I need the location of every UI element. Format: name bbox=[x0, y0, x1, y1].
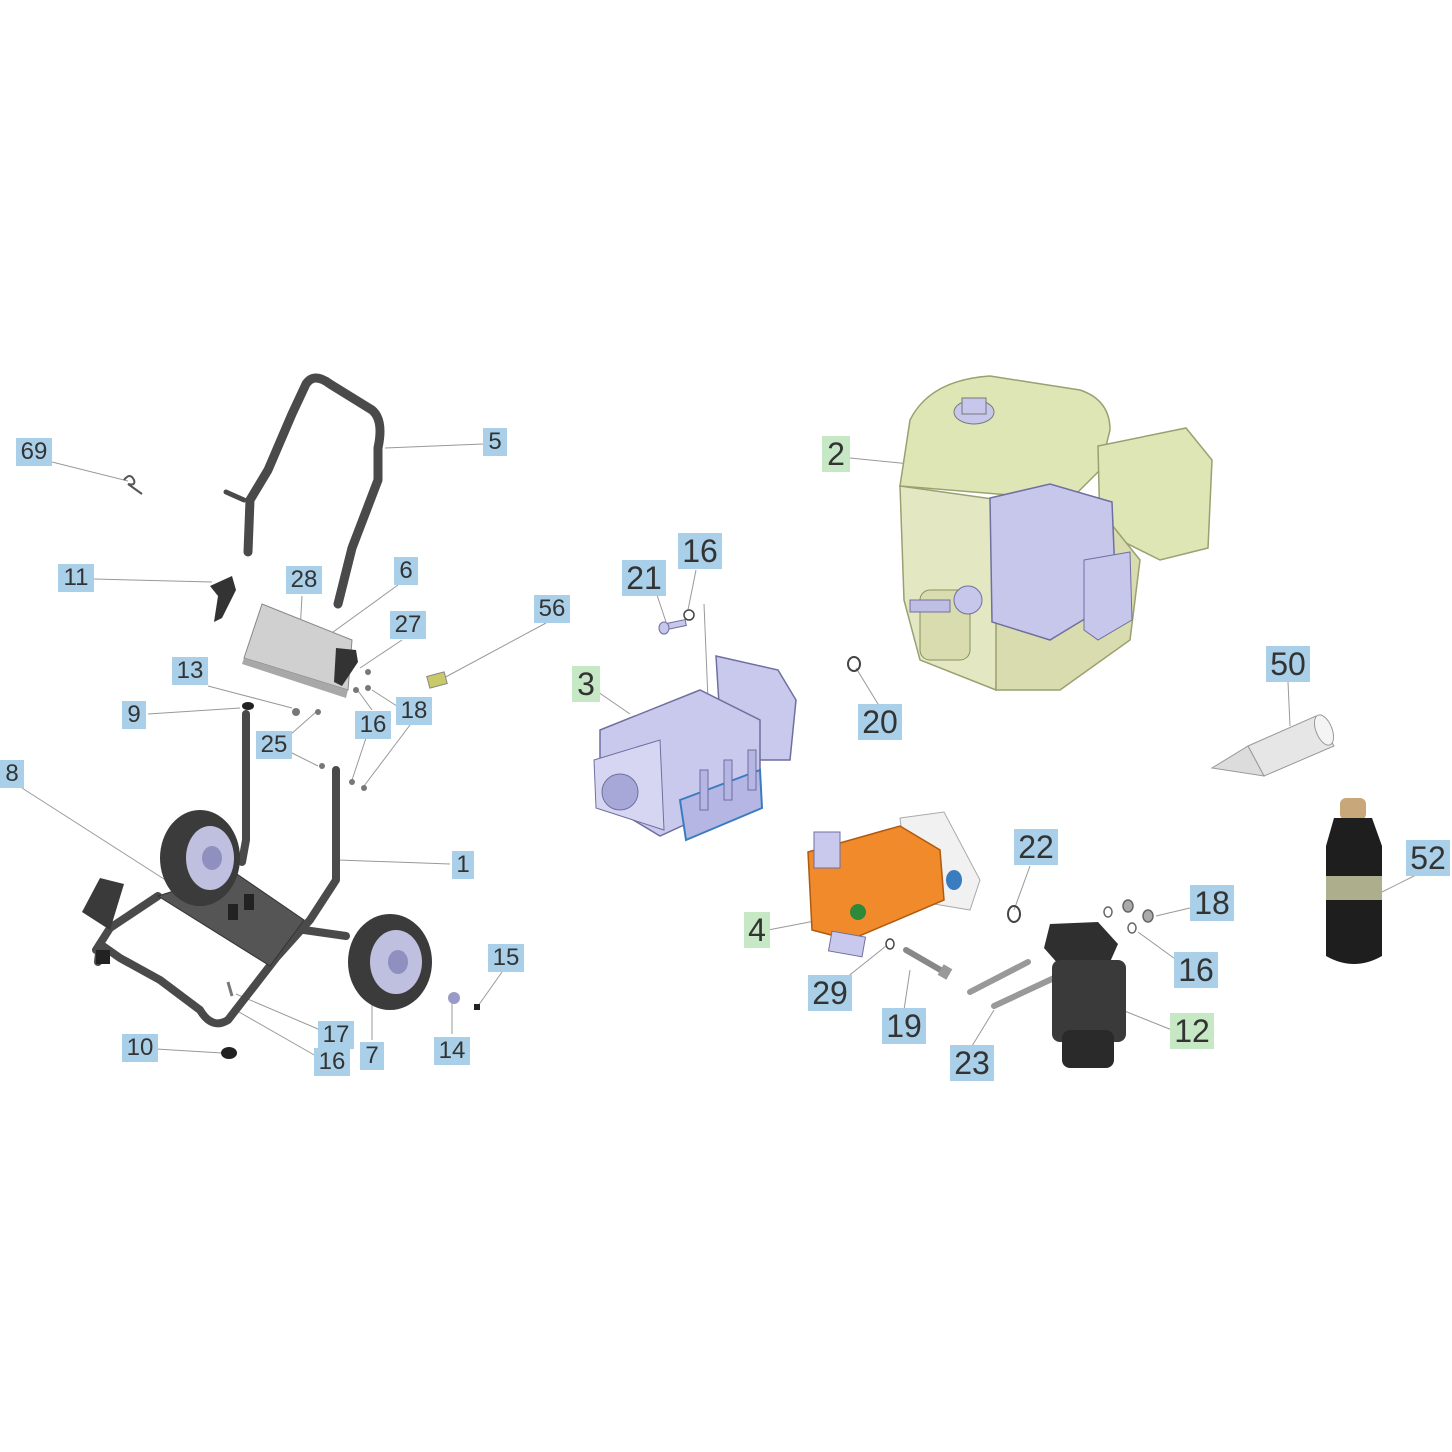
engine-part bbox=[899, 375, 1213, 692]
o-ring-20 bbox=[847, 656, 861, 672]
sticker-part bbox=[426, 671, 448, 689]
handle-part bbox=[223, 373, 385, 609]
pump-bolt-21 bbox=[658, 609, 695, 635]
callout-69: 69 bbox=[16, 438, 52, 466]
clip-part bbox=[123, 475, 143, 495]
callout-6: 6 bbox=[394, 557, 418, 585]
callout-16-b: 16 bbox=[314, 1048, 350, 1076]
callout-23: 23 bbox=[950, 1045, 994, 1081]
feet-and-nuts bbox=[221, 981, 480, 1059]
callout-27: 27 bbox=[390, 611, 426, 639]
grease-tube-part bbox=[1210, 714, 1335, 777]
pump-head-part bbox=[807, 811, 981, 958]
bracket-part bbox=[242, 603, 358, 698]
callout-1: 1 bbox=[452, 851, 474, 879]
callout-16-c: 16 bbox=[678, 533, 722, 569]
callout-18-b: 18 bbox=[1190, 885, 1234, 921]
hook-part bbox=[210, 576, 236, 622]
callout-14: 14 bbox=[434, 1037, 470, 1065]
callout-20: 20 bbox=[858, 704, 902, 740]
callout-18-a: 18 bbox=[396, 697, 432, 725]
wheel-left bbox=[160, 810, 240, 906]
callout-9: 9 bbox=[122, 701, 146, 729]
callout-16-a: 16 bbox=[355, 711, 391, 739]
callout-29: 29 bbox=[808, 975, 852, 1011]
callout-16-d: 16 bbox=[1174, 952, 1218, 988]
nuts-washers bbox=[1103, 899, 1154, 934]
small-hardware bbox=[242, 669, 371, 791]
bottle-part bbox=[1326, 798, 1382, 964]
leader-lines bbox=[21, 443, 1419, 1061]
callout-5: 5 bbox=[483, 428, 507, 456]
o-ring-29 bbox=[885, 938, 895, 950]
wheel-right bbox=[348, 914, 432, 1010]
bolt-19 bbox=[903, 947, 953, 980]
callout-11: 11 bbox=[58, 564, 94, 592]
callout-21: 21 bbox=[622, 560, 666, 596]
filter-part bbox=[1044, 922, 1126, 1068]
callout-7: 7 bbox=[360, 1042, 384, 1070]
callout-13: 13 bbox=[172, 657, 208, 685]
callout-25: 25 bbox=[256, 731, 292, 759]
pump-part bbox=[593, 655, 797, 842]
callout-2: 2 bbox=[822, 436, 850, 472]
callout-10: 10 bbox=[122, 1034, 158, 1062]
callout-19: 19 bbox=[882, 1008, 926, 1044]
callout-52: 52 bbox=[1406, 840, 1450, 876]
callout-8: 8 bbox=[0, 760, 24, 788]
callout-17: 17 bbox=[318, 1021, 354, 1049]
callout-3: 3 bbox=[572, 666, 600, 702]
callout-50: 50 bbox=[1266, 646, 1310, 682]
callout-4: 4 bbox=[744, 912, 770, 948]
callout-22: 22 bbox=[1014, 829, 1058, 865]
callout-12: 12 bbox=[1170, 1013, 1214, 1049]
bolts-23 bbox=[967, 959, 1057, 1009]
callout-28: 28 bbox=[286, 566, 322, 594]
callout-15: 15 bbox=[488, 944, 524, 972]
callout-56: 56 bbox=[534, 595, 570, 623]
o-ring-22 bbox=[1007, 905, 1021, 923]
